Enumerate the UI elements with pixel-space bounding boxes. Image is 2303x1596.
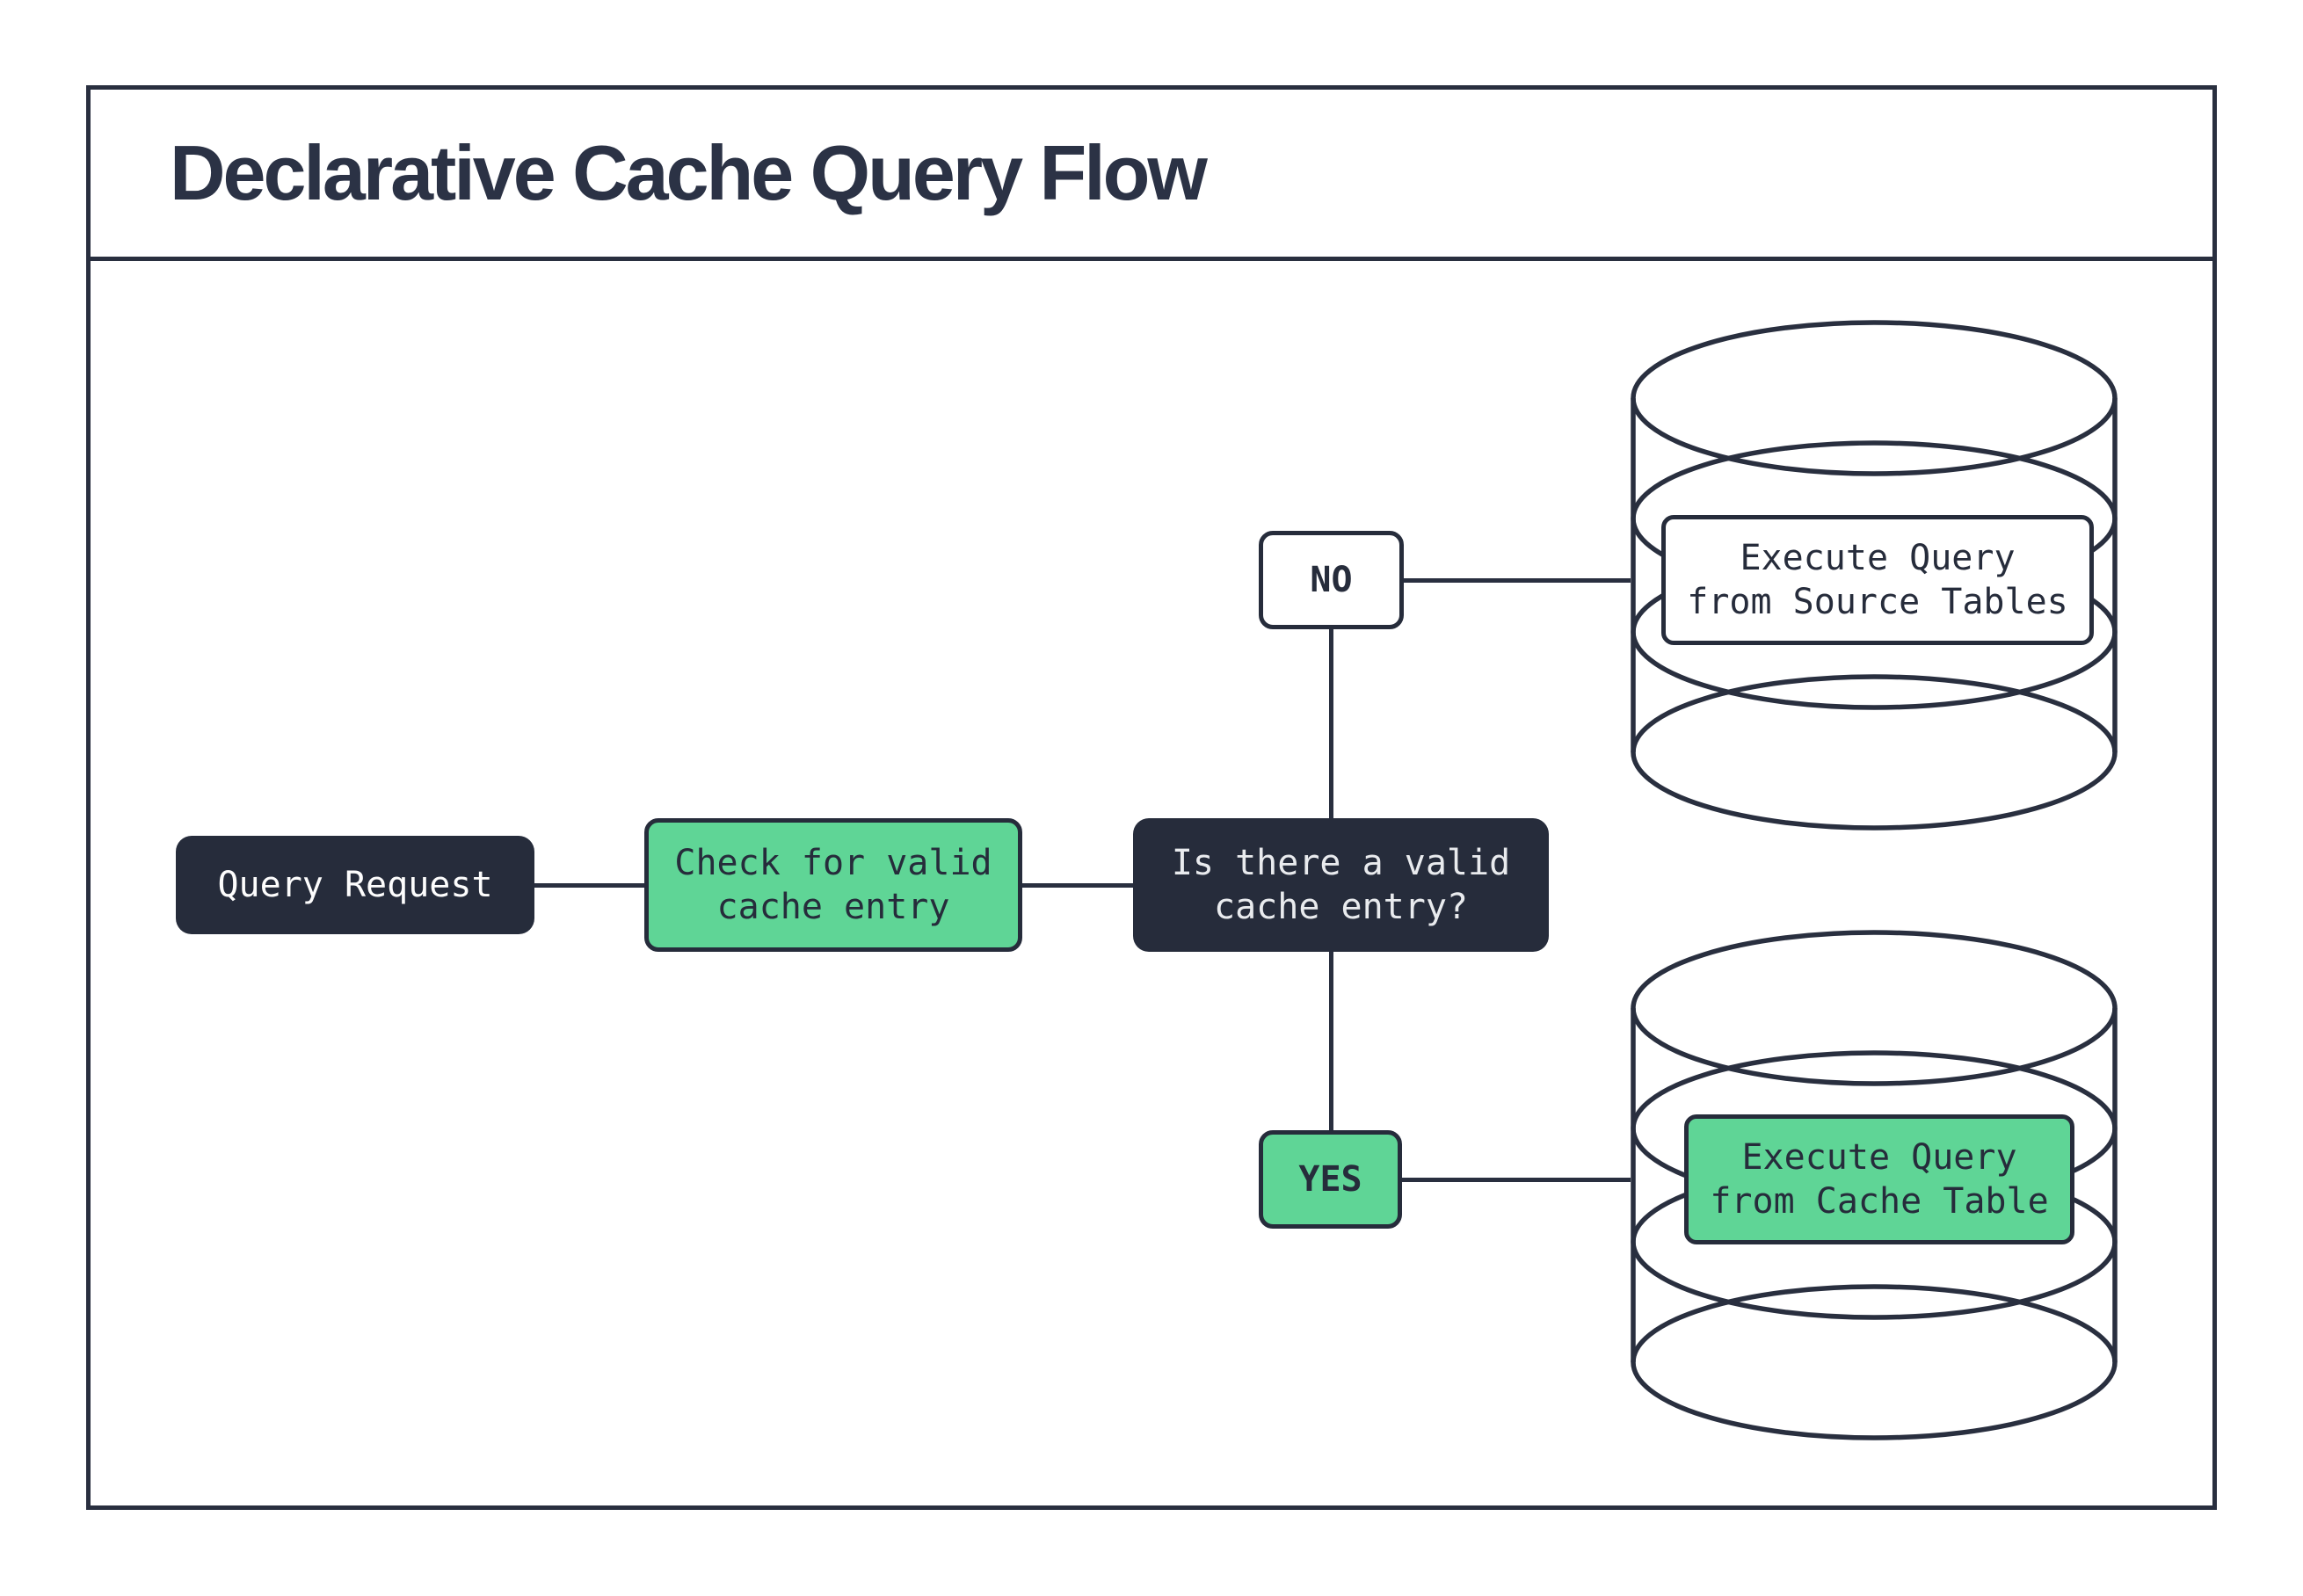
connector-decision-to-yes	[1329, 952, 1333, 1130]
page-title: Declarative Cache Query Flow	[170, 129, 1208, 216]
query-request-node: Query Request	[176, 836, 534, 934]
connector-no-to-source-db	[1404, 578, 1631, 583]
connector-check-to-decision	[1022, 883, 1133, 888]
connector-request-to-check	[534, 883, 644, 888]
connector-decision-to-no	[1329, 629, 1333, 818]
cache-db-node: Execute Query from Cache Table	[1684, 1114, 2074, 1244]
branch-yes-label: YES	[1259, 1130, 1402, 1229]
diagram-header: Declarative Cache Query Flow	[91, 90, 2212, 261]
check-cache-node: Check for valid cache entry	[644, 818, 1022, 952]
source-db-node: Execute Query from Source Tables	[1661, 515, 2094, 645]
connector-yes-to-cache-db	[1402, 1178, 1631, 1182]
branch-no-label: NO	[1259, 531, 1404, 629]
decision-node: Is there a valid cache entry?	[1133, 818, 1549, 952]
